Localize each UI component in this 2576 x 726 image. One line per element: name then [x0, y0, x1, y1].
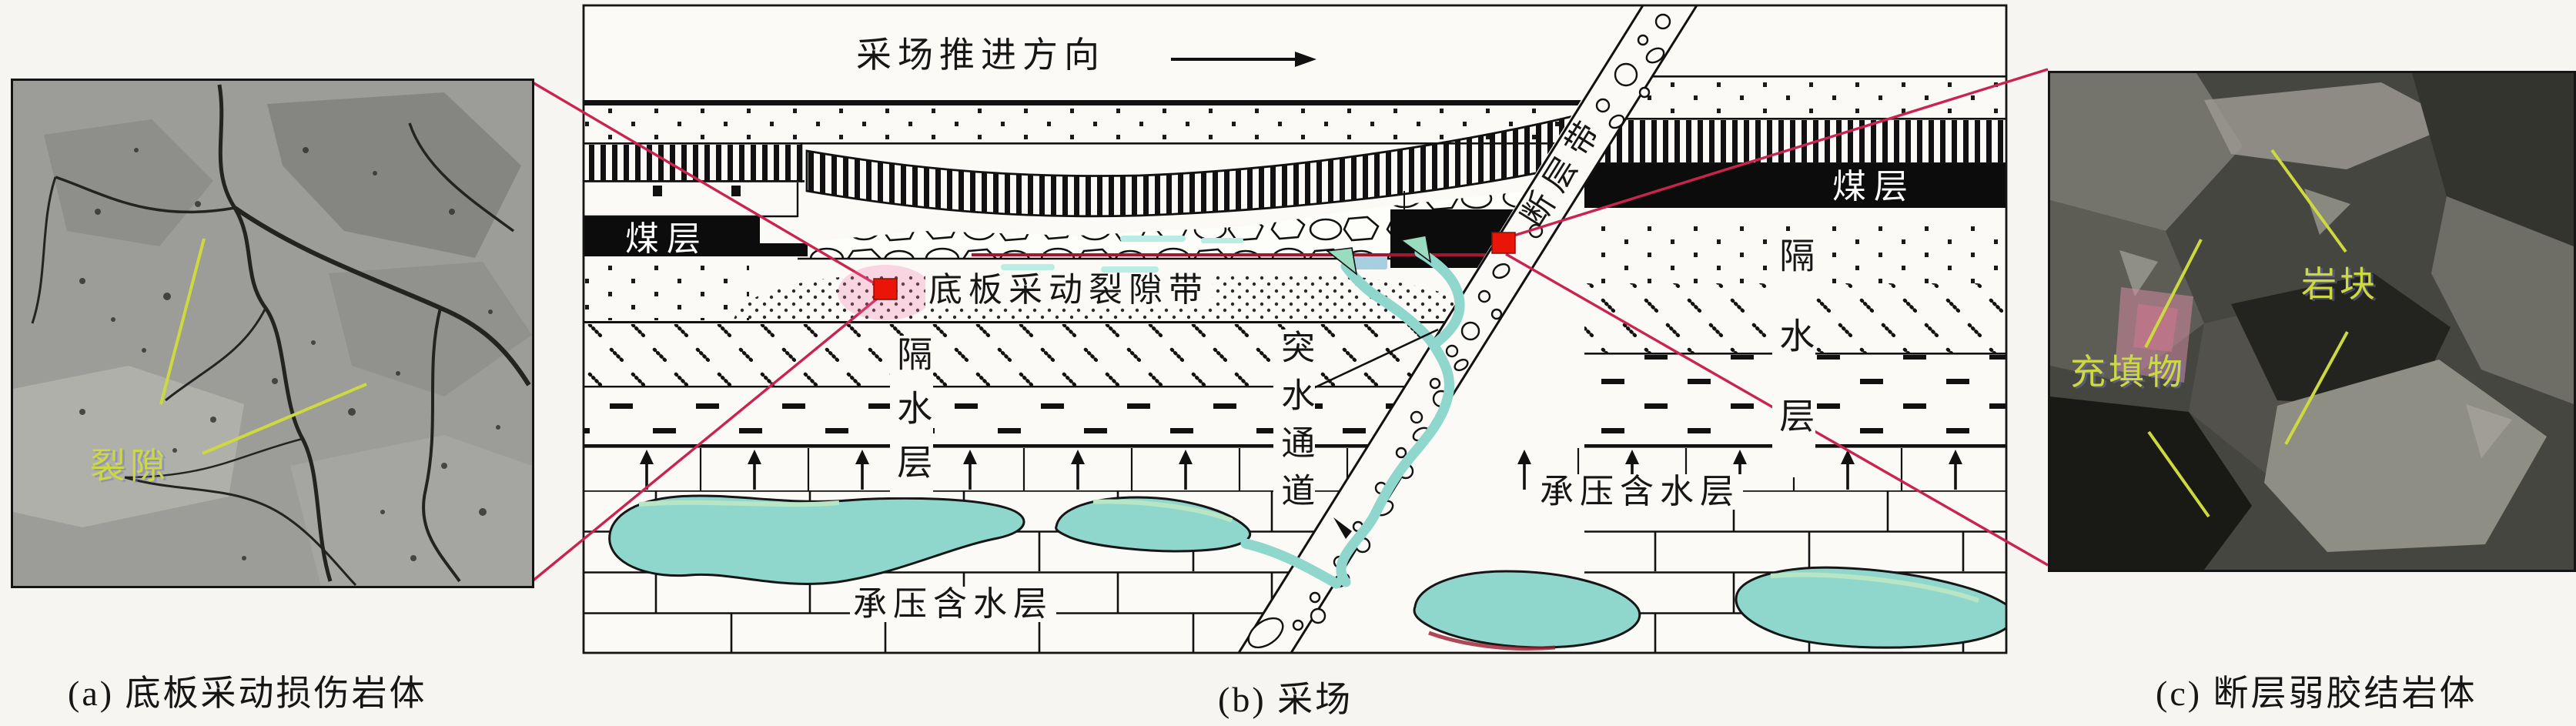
confined-aquifer-label-left: 承压含水层	[850, 586, 1056, 623]
floor-fracture-zone-label: 底板采动裂隙带	[925, 272, 1212, 309]
aquiclude-label-left: 隔水层	[890, 336, 934, 497]
caption-panel-a: (a) 底板采动损伤岩体	[68, 674, 427, 713]
coal-seam-label-left: 煤层	[625, 220, 708, 258]
water-inrush-flow	[1240, 235, 1460, 589]
pressure-arrows-left	[640, 448, 1194, 491]
photo-a-texture	[13, 84, 532, 586]
fill-material-label: 充填物	[2070, 353, 2186, 392]
speckles	[79, 147, 500, 561]
water-inrush-channel-label: 突水通道	[1273, 330, 1316, 520]
coal-seam-label-right: 煤层	[1832, 168, 1915, 206]
rock-block-label: 岩块	[2301, 265, 2378, 304]
water-body-3	[1413, 570, 1641, 649]
fracture-label: 裂隙	[90, 447, 170, 486]
fault-breccia	[1247, 13, 1671, 649]
crack-lines	[31, 84, 531, 586]
caption-panel-b: (b) 采场	[1218, 680, 1353, 719]
sample-marker-floor	[873, 278, 898, 300]
caption-panel-c: (c) 断层弱胶结岩体	[2156, 674, 2477, 713]
rock-pointer-lines	[2144, 149, 2349, 518]
photo-fault-cemented-rock: 岩块 充填物	[2048, 71, 2576, 572]
photo-c-texture	[2050, 73, 2574, 570]
seepage-highlights	[1001, 236, 1387, 273]
coal-seam-right-block	[1584, 164, 2006, 208]
channel-leader-line	[1310, 328, 1439, 391]
fault-flow-arrow-icon	[1333, 517, 1352, 539]
sample-marker-fault	[1491, 232, 1516, 254]
diagram-frame	[582, 4, 2008, 654]
confined-aquifer-label-right: 承压含水层	[1537, 473, 1743, 510]
water-body-1	[608, 494, 1025, 585]
flow-arrowhead-2	[1400, 235, 1432, 263]
aquiclude-label-right: 隔水层	[1772, 237, 1816, 477]
water-body-4	[1735, 566, 2006, 649]
flow-arrowhead-1	[1326, 247, 1358, 276]
photo-floor-damaged-rock: 裂隙	[11, 79, 534, 588]
advance-direction-title: 采场推进方向	[856, 35, 1106, 75]
advance-direction-arrow-icon	[1171, 52, 1316, 67]
coal-seam-left-block	[584, 217, 760, 256]
fracture-pointer-lines	[159, 238, 367, 455]
